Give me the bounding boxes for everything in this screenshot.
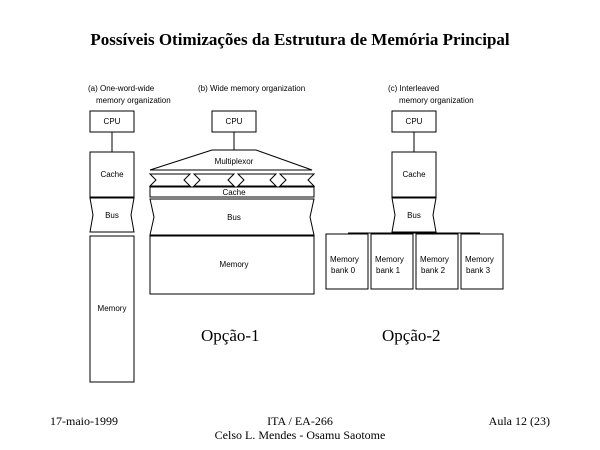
diagram-a-bus-label: Bus: [105, 211, 119, 220]
diagram-b-cpu-label: CPU: [226, 117, 243, 126]
option-2-label: Opção-2: [382, 326, 441, 345]
diagram-c-caption-line1: (c) Interleaved: [388, 84, 439, 93]
diagram-a-memory-label: Memory: [98, 304, 127, 313]
diagram-a-caption-line1: (a) One-word-wide: [88, 84, 155, 93]
diagram-c-bank3-box: [460, 233, 504, 290]
diagram-c-bank2-line2: bank 2: [421, 266, 446, 275]
diagram-c-caption-line2: memory organization: [399, 96, 474, 105]
diagram-c-cache-label: Cache: [402, 170, 426, 179]
diagram-a-caption-line2: memory organization: [96, 96, 171, 105]
diagram-b-memory-label: Memory: [220, 260, 249, 269]
diagram-b-bus: [149, 198, 315, 236]
diagram-c-bank2-line1: Memory: [420, 255, 449, 264]
diagram-c-bus: [391, 197, 437, 233]
diagram-c-bank0-box: [325, 233, 369, 290]
footer-authors: Celso L. Mendes - Osamu Saotome: [214, 428, 386, 442]
diagram-b-caption: (b) Wide memory organization: [198, 84, 305, 93]
diagram-b-multiplexor: [149, 149, 313, 171]
diagram-c-bank2-box: [415, 233, 459, 290]
diagram-c-bank1-line2: bank 1: [376, 266, 401, 275]
diagram-c-bank1-line1: Memory: [375, 255, 404, 264]
footer-course: ITA / EA-266: [267, 414, 333, 428]
diagram-c-bank1-box: [370, 233, 414, 290]
diagram-c-cpu-label: CPU: [406, 117, 423, 126]
diagram-a-cache-box: [89, 151, 135, 198]
diagram-b-bus-label: Bus: [227, 213, 241, 222]
diagram-a-bus: [89, 197, 135, 233]
footer-page: Aula 12 (23): [488, 414, 550, 428]
diagram-a-cache-label: Cache: [100, 170, 124, 179]
option-1-label: Opção-1: [201, 326, 260, 345]
diagram-a-memory-box: [89, 235, 135, 383]
diagram-c-bank3-line2: bank 3: [466, 266, 491, 275]
footer-date: 17-maio-1999: [50, 414, 118, 428]
diagram-c-bank3-line1: Memory: [465, 255, 494, 264]
diagram-b-memory-box: [149, 235, 315, 295]
diagram-c-bank0-line2: bank 0: [331, 266, 356, 275]
diagram-b-cache-label: Cache: [222, 188, 246, 197]
diagram-c-cache-box: [391, 151, 437, 198]
diagram-c-bank0-line1: Memory: [330, 255, 359, 264]
diagram-b-multiplexor-label: Multiplexor: [215, 157, 254, 166]
diagram-b-cache-box: [149, 186, 315, 198]
diagram-b-mux-cache-links: [148, 173, 316, 187]
page-title: Possíveis Otimizações da Estrutura de Me…: [90, 30, 510, 49]
diagram-a-cpu-label: CPU: [104, 117, 121, 126]
diagram-c-bus-label: Bus: [407, 211, 421, 220]
